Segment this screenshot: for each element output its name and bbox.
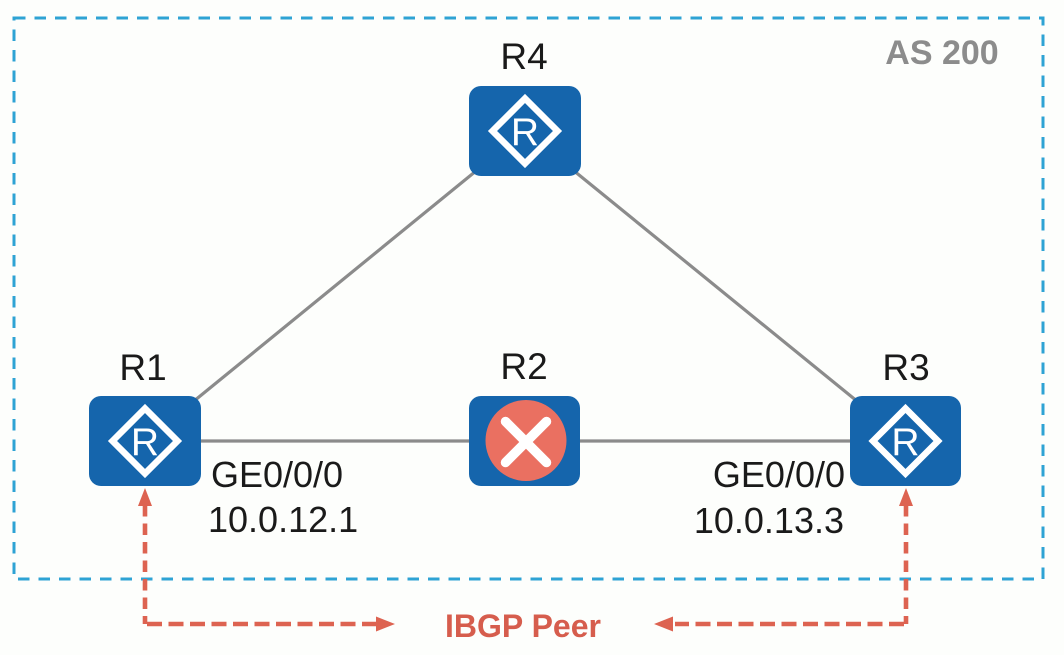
- svg-text:R1: R1: [119, 347, 166, 388]
- svg-text:10.0.12.1: 10.0.12.1: [208, 499, 358, 540]
- svg-text:R: R: [511, 111, 539, 154]
- svg-text:R: R: [131, 421, 159, 464]
- svg-text:AS 200: AS 200: [885, 34, 998, 72]
- svg-text:IBGP Peer: IBGP Peer: [445, 608, 601, 644]
- svg-text:R4: R4: [500, 36, 547, 77]
- svg-text:GE0/0/0: GE0/0/0: [713, 454, 845, 495]
- svg-text:10.0.13.3: 10.0.13.3: [694, 500, 844, 541]
- svg-text:R: R: [891, 421, 919, 464]
- svg-text:R3: R3: [882, 347, 929, 388]
- svg-text:GE0/0/0: GE0/0/0: [211, 454, 343, 495]
- svg-text:R2: R2: [500, 346, 547, 387]
